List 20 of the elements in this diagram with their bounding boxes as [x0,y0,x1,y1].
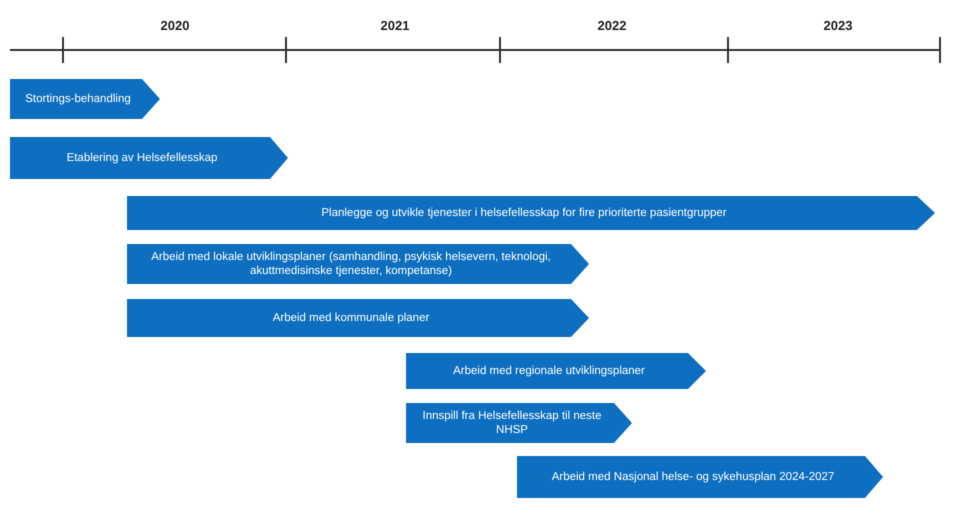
timeline-bar [406,353,706,389]
bar-label: Arbeid med regionale utviklingsplaner [453,364,645,378]
bar-label: Etablering av Helsefellesskap [66,151,218,165]
year-label: 2023 [824,18,852,33]
timeline-bar [10,137,288,179]
timeline-bar [10,79,160,119]
timeline-bar [127,244,589,284]
timeline-bar [127,299,589,337]
bar-label: Arbeid med kommunale planer [272,311,430,325]
bar-label: Arbeid med Nasjonal helse- og sykehusplan 2024-2027 [552,470,834,484]
timeline-bar [127,196,935,230]
bar-label: Planlegge og utvikle tjenester i helsefellesskap for fire prioriterte pasientgrupper [321,206,727,220]
year-label: 2020 [160,18,190,33]
bar-label: Arbeid med lokale utviklingsplaner (samhandling, psykisk helsevern, teknologi, akuttmedisinske tjenester, kompetanse) [150,250,552,278]
bar-label: Stortings-behandling [25,92,131,106]
timeline-bar [406,403,632,443]
year-label: 2022 [598,18,626,33]
year-label: 2021 [380,18,410,33]
bar-label: Innspill fra Helsefellesskap til neste NHSP [422,409,602,437]
timeline-bar [517,456,883,498]
